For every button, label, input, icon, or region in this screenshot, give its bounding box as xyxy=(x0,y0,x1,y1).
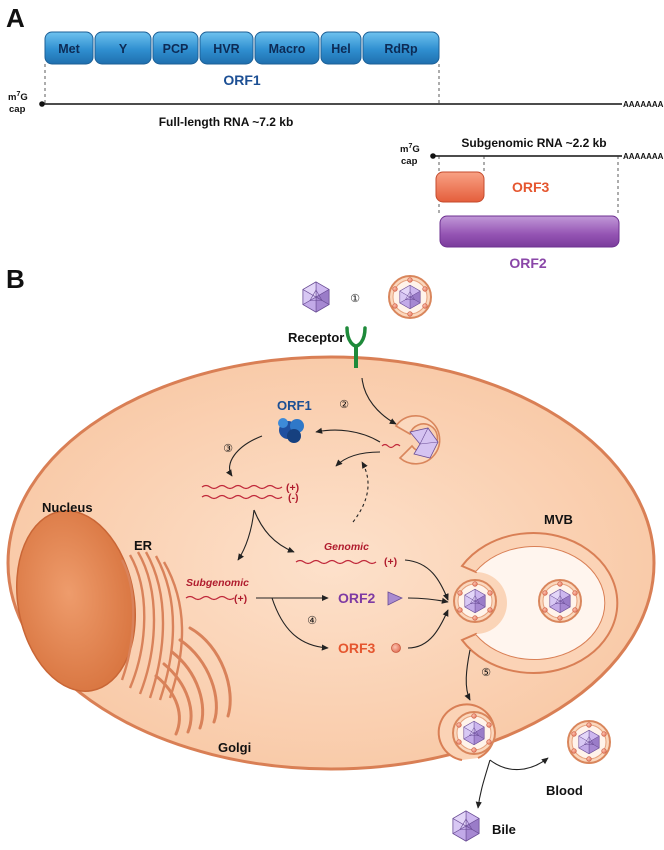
arrow-orf2-to-assembly xyxy=(407,597,449,604)
blood-virion xyxy=(568,721,610,763)
step-2: ② xyxy=(339,398,349,411)
domain-rdrp-label: RdRp xyxy=(384,42,418,56)
cap-label-main: m7G xyxy=(8,91,28,103)
domain-rdrp xyxy=(362,31,440,65)
arrow-to-genomic xyxy=(253,509,295,553)
arrow-to-orf1 xyxy=(315,427,381,443)
domain-hel-label: Hel xyxy=(331,42,350,56)
arrow-egress xyxy=(464,649,471,701)
subgenomic-label-b: Subgenomic xyxy=(186,577,249,589)
plus-sign-3: (+) xyxy=(234,593,247,605)
arrow-to-replication xyxy=(335,451,381,467)
domain-hvr xyxy=(199,31,254,65)
step-1: ① xyxy=(350,292,360,305)
orf1-label-b: ORF1 xyxy=(277,398,312,413)
panel-a-label: A xyxy=(6,3,25,33)
panel-b-label: B xyxy=(6,264,25,294)
orf2-label-a: ORF2 xyxy=(509,255,547,271)
bile-label: Bile xyxy=(492,822,516,837)
genomic-rna xyxy=(295,559,377,565)
domain-met-label: Met xyxy=(58,42,80,56)
exiting-virion xyxy=(453,712,495,754)
nucleus-label: Nucleus xyxy=(42,500,93,515)
arrow-replication xyxy=(226,435,263,477)
domain-macro xyxy=(254,31,320,65)
golgi-apparatus xyxy=(154,626,232,736)
full-length-rna-label: Full-length RNA ~7.2 kb xyxy=(159,115,294,129)
subgenomic-cap-dot xyxy=(430,153,436,159)
golgi-label: Golgi xyxy=(218,740,251,755)
arrow-to-orf3 xyxy=(271,597,329,651)
mvb-label: MVB xyxy=(544,512,573,527)
polya-tail-subgenomic: AAAAAAA xyxy=(623,152,664,161)
domain-macro-label: Macro xyxy=(269,42,306,56)
cap-dot xyxy=(39,101,45,107)
budding-virion xyxy=(454,580,496,622)
bile-virion xyxy=(452,810,480,842)
domain-met xyxy=(44,31,94,65)
arrow-to-blood xyxy=(489,757,549,771)
orf2-capsid-protein xyxy=(387,591,403,606)
step-5: ⑤ xyxy=(481,666,491,679)
orf3-protein xyxy=(391,643,401,653)
step-3: ③ xyxy=(223,442,233,455)
orf1-domains: Met Y PCP HVR Macro Hel RdRp xyxy=(44,31,440,65)
step-4: ④ xyxy=(307,614,317,627)
domain-hel xyxy=(320,31,362,65)
minus-sign: (-) xyxy=(288,492,299,504)
domain-pcp-label: PCP xyxy=(163,42,189,56)
orf3-label-b: ORF3 xyxy=(338,640,376,656)
subgenomic-rna-label: Subgenomic RNA ~2.2 kb xyxy=(461,136,606,150)
polya-tail-full: AAAAAAA xyxy=(623,100,664,109)
domain-y xyxy=(94,31,152,65)
minus-strand-rna xyxy=(201,494,283,500)
arrow-genome-feedback xyxy=(352,461,369,523)
subgenomic-rna xyxy=(185,595,235,601)
domain-pcp xyxy=(152,31,199,65)
blood-label: Blood xyxy=(546,783,583,798)
er-label: ER xyxy=(134,538,153,553)
orf3-box xyxy=(435,171,485,203)
cap-label-word: cap xyxy=(9,104,26,115)
orf2-box xyxy=(439,215,620,248)
domain-hvr-label: HVR xyxy=(213,42,239,56)
domain-y-label: Y xyxy=(119,42,128,56)
orf1-polyprotein xyxy=(278,418,304,443)
orf3-label-a: ORF3 xyxy=(512,179,550,195)
plus-strand-rna xyxy=(201,484,283,490)
plus-sign-2: (+) xyxy=(384,556,397,568)
uncoating-vesicle xyxy=(394,415,441,465)
genomic-label: Genomic xyxy=(324,541,369,553)
enveloped-virion-top xyxy=(389,276,431,318)
plus-sign-1: (+) xyxy=(286,482,299,494)
arrow-to-subgenomic xyxy=(237,509,255,561)
receptor xyxy=(345,326,367,368)
orf1-label: ORF1 xyxy=(223,72,261,88)
orf2-label-b: ORF2 xyxy=(338,590,376,606)
arrow-orf3-to-assembly xyxy=(407,609,449,649)
naked-virion-top xyxy=(302,281,330,313)
released-rna xyxy=(381,443,401,449)
subgenomic-cap-main: m7G xyxy=(400,143,420,155)
mvb-virion xyxy=(539,580,581,622)
arrow-entry xyxy=(361,377,397,425)
arrow-genomic-to-assembly xyxy=(404,559,449,601)
receptor-label: Receptor xyxy=(288,330,344,345)
arrow-to-bile xyxy=(475,759,491,809)
subgenomic-cap-word: cap xyxy=(401,156,418,167)
nucleus xyxy=(15,510,137,692)
